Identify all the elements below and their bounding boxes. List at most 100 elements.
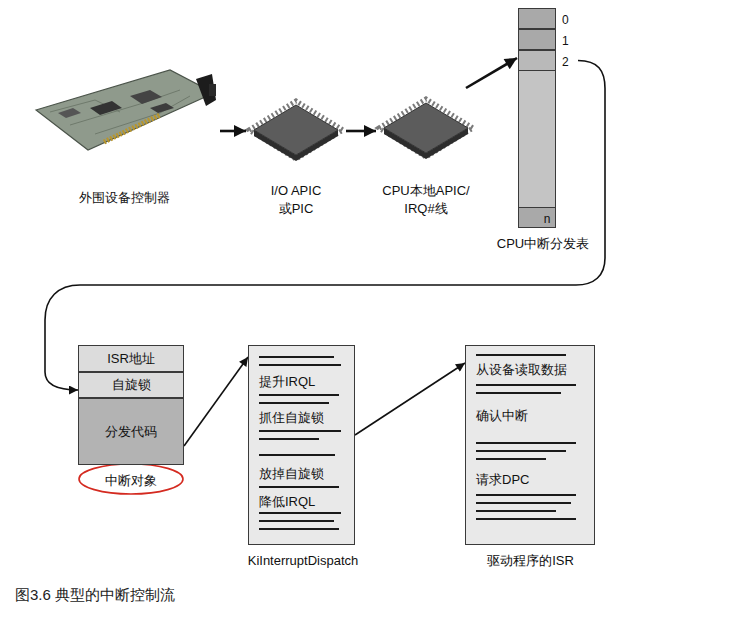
- dispatch-table: CPU中断分发表012n: [478, 2, 608, 258]
- row-index: n: [544, 212, 551, 226]
- code-step: 请求DPC: [476, 472, 529, 487]
- label-slot: 确认中断: [476, 406, 592, 424]
- device-node: 外围设备控制器: [28, 60, 220, 210]
- text-line: [476, 354, 566, 356]
- connector-arrow: [184, 357, 248, 446]
- page-caption: KiInterruptDispatch: [248, 553, 359, 568]
- text-line: [476, 518, 576, 520]
- connector-arrow: [355, 363, 465, 435]
- label-slot: n: [540, 209, 554, 227]
- label-slot: 中断对象: [70, 471, 192, 489]
- table-cell: [518, 50, 556, 71]
- chip-pins: [249, 101, 343, 159]
- label-slot: 0: [562, 10, 576, 28]
- expansion-card: [36, 70, 216, 150]
- local-apic-chip: [379, 99, 473, 159]
- caption-slot: 图3.6 典型的中断控制流: [15, 586, 415, 604]
- table-row: n: [518, 207, 556, 228]
- object-caption: 中断对象: [105, 473, 157, 488]
- page-caption: 驱动程序的ISR: [487, 553, 574, 568]
- label-slot: KiInterruptDispatch: [223, 551, 383, 569]
- object-field: 自旋锁: [78, 372, 184, 398]
- code-step: 确认中断: [476, 408, 528, 423]
- label-slot: 外围设备控制器: [28, 188, 220, 206]
- label-slot: 驱动程序的ISR: [458, 551, 603, 569]
- card-chip: [58, 108, 81, 118]
- text-line: [259, 430, 341, 432]
- card-connector: [209, 84, 216, 96]
- code-step: 放掉自旋锁: [259, 466, 324, 481]
- device-label: I/O APIC 或PIC: [271, 183, 322, 216]
- text-line: [259, 394, 339, 396]
- device-label: CPU本地APIC/ IRQ#线: [382, 183, 469, 216]
- table-row: 0: [518, 8, 578, 29]
- connector-arrow: [220, 130, 246, 133]
- label-slot: I/O APIC 或PIC: [264, 181, 328, 217]
- row-index: 2: [562, 55, 569, 69]
- label-slot: 自旋锁: [79, 373, 183, 397]
- card-bracket: [196, 74, 216, 106]
- text-line: [259, 454, 335, 456]
- code-step: 降低IRQL: [259, 494, 315, 509]
- text-line: [259, 402, 329, 404]
- text-line: [259, 520, 334, 522]
- text-line: [259, 438, 319, 440]
- text-line: [476, 458, 546, 460]
- card-chip: [130, 90, 162, 104]
- label-slot: 提升IRQL: [259, 372, 352, 390]
- field-text: 自旋锁: [112, 377, 151, 393]
- label-slot: CPU本地APIC/ IRQ#线: [376, 181, 476, 217]
- chip-body: [384, 103, 468, 153]
- label-slot: 分发代码: [79, 399, 183, 464]
- row-index: 0: [562, 13, 569, 27]
- text-line: [259, 528, 339, 530]
- io-apic-chip: [249, 101, 343, 161]
- text-line: [476, 392, 561, 394]
- table-row: 1: [518, 29, 578, 50]
- table-row: 2: [518, 50, 578, 71]
- code-step: 提升IRQL: [259, 374, 315, 389]
- label-slot: 请求DPC: [476, 470, 592, 488]
- device-node: CPU本地APIC/ IRQ#线: [376, 88, 476, 220]
- figure-caption: 图3.6 典型的中断控制流: [15, 586, 175, 603]
- text-line: [259, 486, 339, 488]
- device-label: 外围设备控制器: [79, 190, 170, 205]
- interrupt-object: 中断对象 ISR地址自旋锁分发代码: [70, 343, 192, 503]
- connector-arrow: [466, 58, 517, 88]
- text-line: [259, 356, 334, 358]
- connector-arrow: [346, 130, 376, 133]
- device-node: I/O APIC 或PIC: [246, 95, 346, 219]
- object-field: 分发代码: [78, 398, 184, 465]
- table-cell: [518, 29, 556, 50]
- text-line: [476, 510, 556, 512]
- code-page-outline: 提升IRQL 抓住自旋锁放掉自旋锁降低IRQL: [248, 345, 355, 545]
- label-slot: ISR地址: [79, 346, 183, 371]
- object-field: ISR地址: [78, 345, 184, 372]
- label-slot: 从设备读取数据: [476, 360, 592, 378]
- field-text: 分发代码: [105, 424, 157, 440]
- chip-pins: [379, 99, 473, 157]
- red-highlight-ring: [79, 464, 183, 494]
- text-line: [476, 450, 566, 452]
- card-trace: [70, 90, 180, 125]
- code-page: 从设备读取数据确认中断请求DPC 驱动程序的ISR: [458, 343, 603, 571]
- row-index: 1: [562, 34, 569, 48]
- card-chip: [90, 101, 122, 115]
- code-page-outline: 从设备读取数据确认中断请求DPC: [465, 345, 595, 545]
- text-line: [476, 494, 576, 496]
- label-slot: 降低IRQL: [259, 492, 352, 510]
- code-step: 抓住自旋锁: [259, 410, 324, 425]
- text-line: [476, 502, 571, 504]
- text-line: [259, 364, 341, 366]
- chip-body: [254, 105, 338, 155]
- text-line: [476, 384, 576, 386]
- label-slot: 抓住自旋锁: [259, 408, 352, 426]
- card-chip: [150, 103, 174, 113]
- card-board: [36, 70, 214, 150]
- label-slot: 放掉自旋锁: [259, 464, 352, 482]
- table-cell: [518, 207, 556, 228]
- label-slot: 2: [562, 52, 576, 70]
